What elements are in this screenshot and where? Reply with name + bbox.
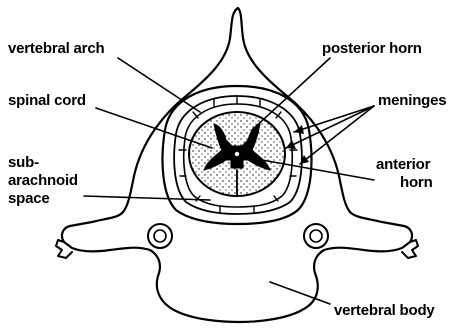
right-foramen-inner bbox=[310, 230, 322, 242]
label-subarachnoid-line3: space bbox=[8, 190, 50, 207]
label-vertebral-arch: vertebral arch bbox=[8, 40, 104, 57]
right-process-edge bbox=[402, 240, 418, 258]
leader-vertebral-body bbox=[270, 282, 330, 304]
leader-vertebral-arch bbox=[118, 58, 200, 112]
leader-subarachnoid bbox=[84, 196, 210, 200]
label-anterior-horn-line1: anterior bbox=[376, 156, 430, 173]
label-spinal-cord: spinal cord bbox=[8, 92, 86, 109]
right-foramen-outer bbox=[304, 224, 328, 248]
label-anterior-horn-line2: horn bbox=[400, 174, 433, 191]
left-foramen-inner bbox=[154, 230, 166, 242]
leader-posterior-horn bbox=[252, 58, 330, 130]
label-posterior-horn: posterior horn bbox=[322, 40, 422, 57]
leader-meninges-3 bbox=[300, 106, 374, 164]
central-canal bbox=[234, 151, 239, 156]
left-process-edge bbox=[56, 240, 72, 258]
label-meninges: meninges bbox=[378, 92, 446, 109]
left-foramen-outer bbox=[148, 224, 172, 248]
label-subarachnoid-line1: sub- bbox=[8, 154, 39, 171]
label-subarachnoid-line2: arachnoid bbox=[8, 172, 78, 189]
label-vertebral-body: vertebral body bbox=[334, 302, 435, 319]
leader-meninges-2 bbox=[286, 106, 374, 148]
